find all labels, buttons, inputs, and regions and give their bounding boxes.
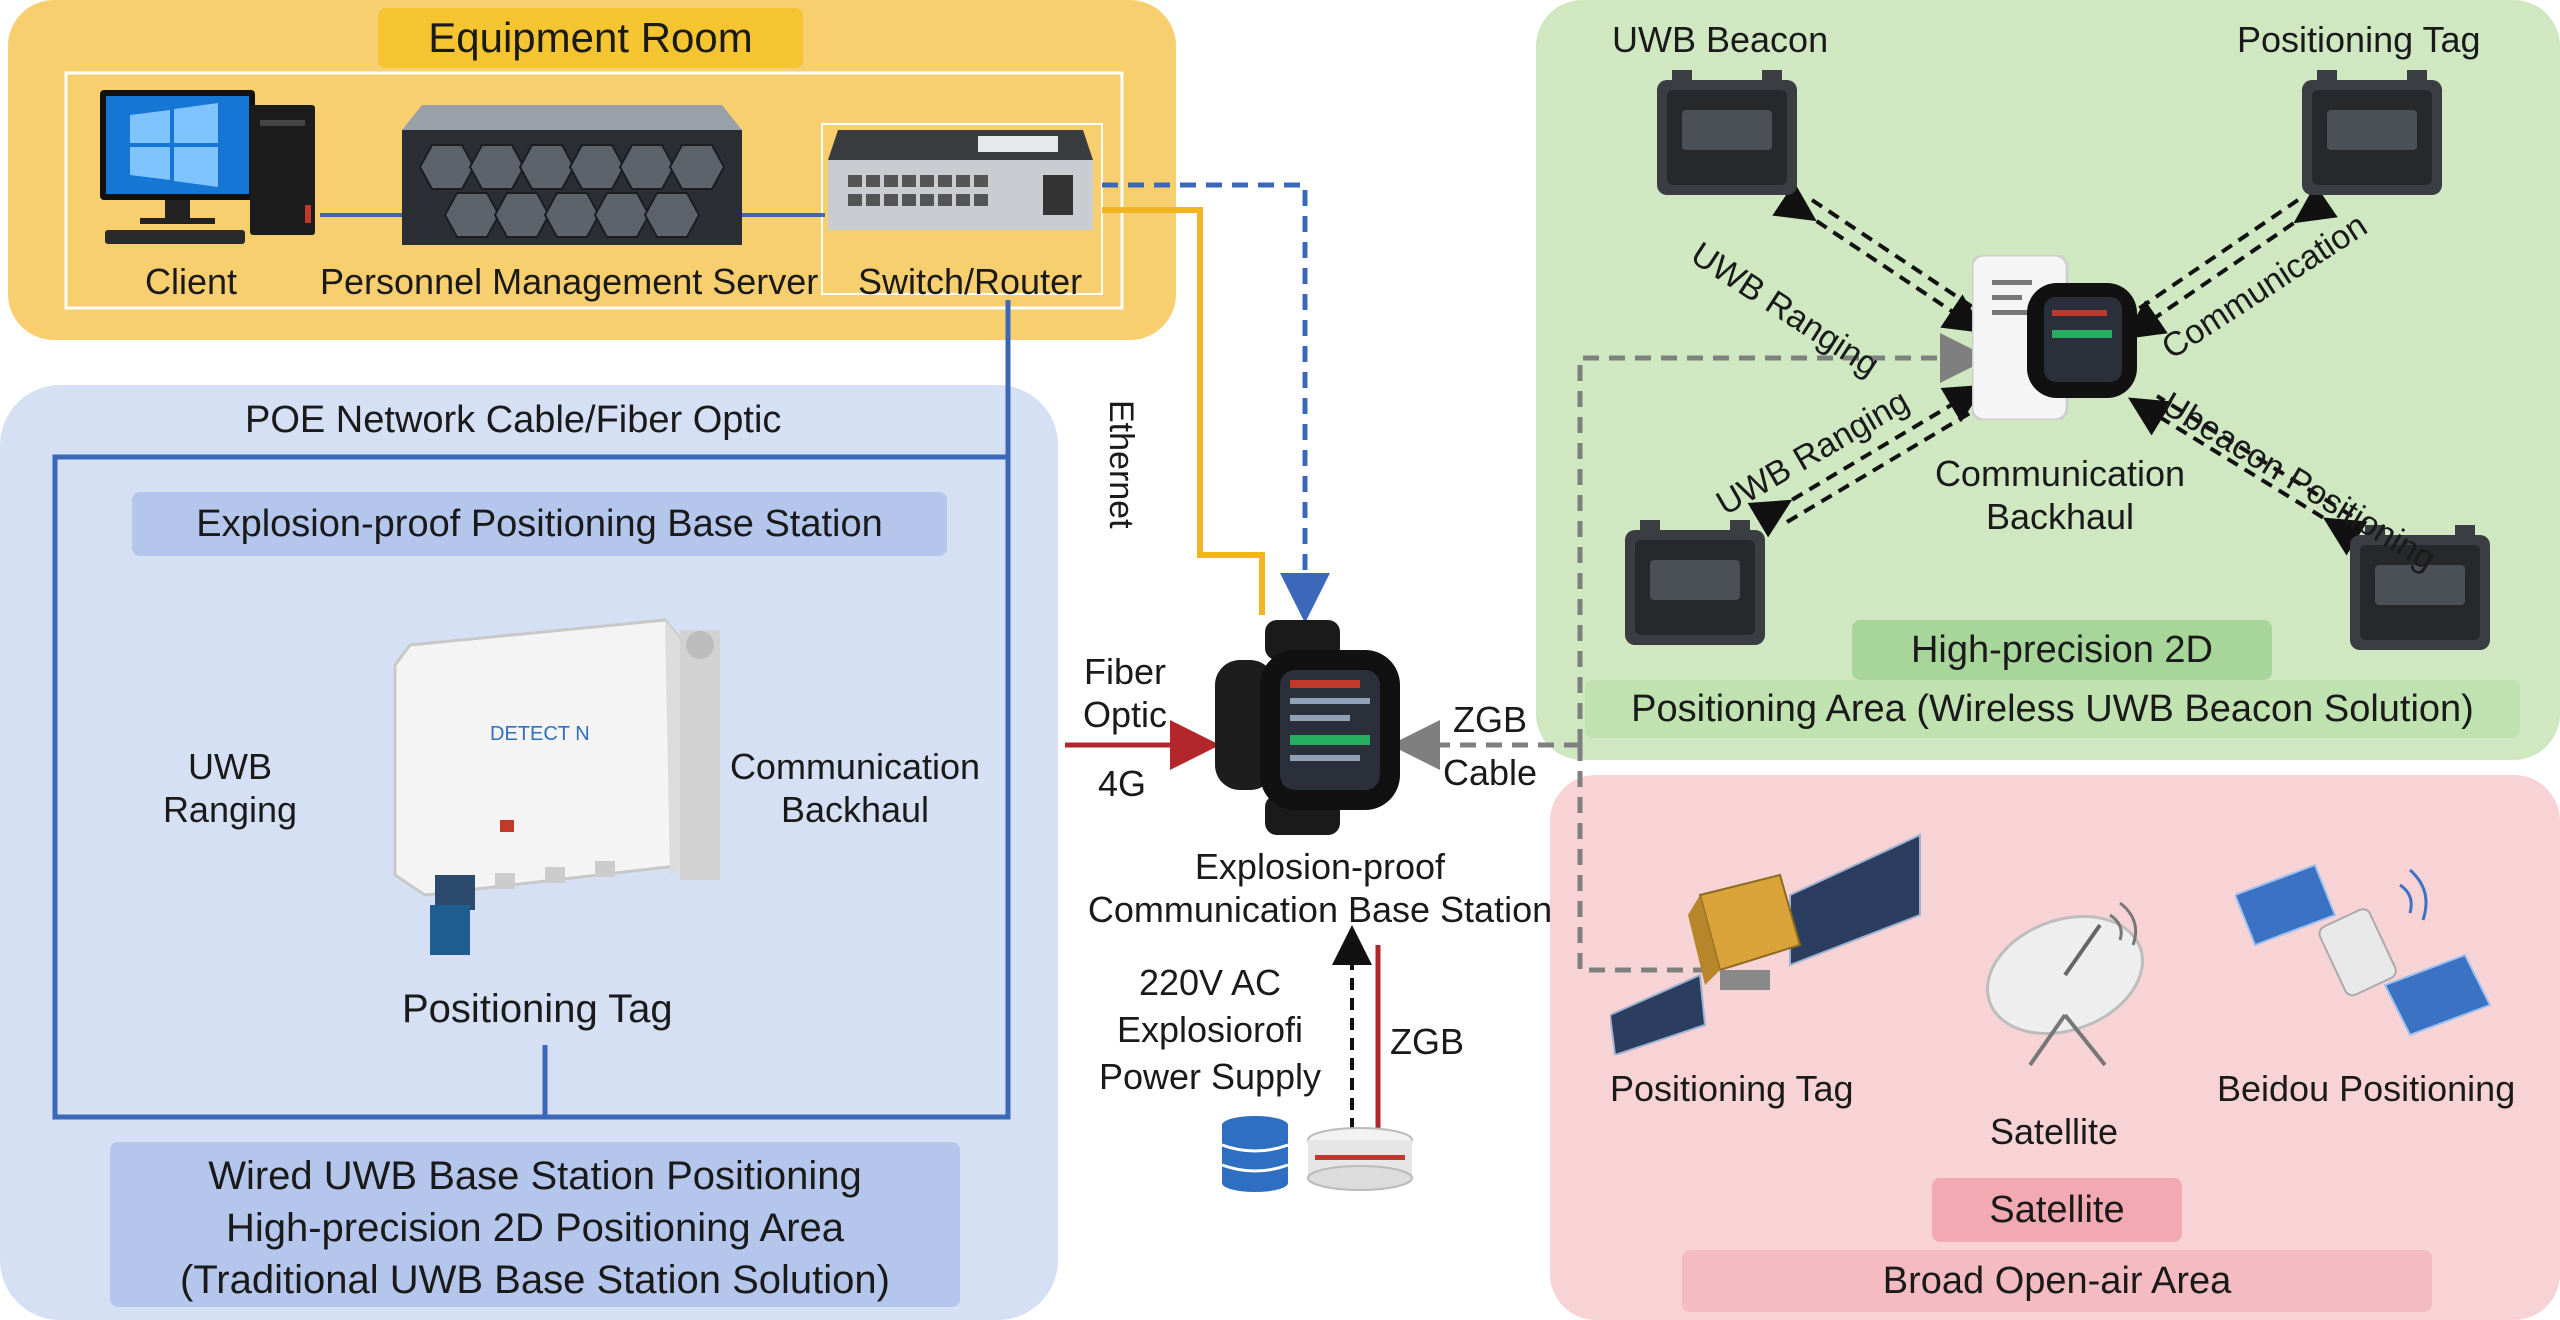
gateway-device-icon (1305, 1125, 1415, 1195)
wired-uwb-ranging-label: UWB Ranging (162, 746, 298, 831)
positioning-base-station-icon: DETECT N (385, 605, 730, 965)
openair-badge: Satellite (1932, 1178, 2182, 1242)
zgb-cable-label: ZGB Cable (1442, 699, 1538, 794)
equipment-room-title: Equipment Room (378, 8, 803, 68)
satellite-label: Satellite (1990, 1111, 2119, 1152)
server-label: Personnel Management Server (320, 261, 819, 302)
ethernet-label: Ethernet (1102, 400, 1140, 529)
poe-frame (52, 454, 1011, 1120)
satellite-positioning-tag-icon (1608, 825, 1930, 1057)
beidou-positioning-label: Beidou Positioning (2217, 1068, 2516, 1109)
ethernet-line (1102, 207, 1265, 615)
zgb-label: ZGB (1390, 1021, 1465, 1062)
blue-dashed-link (1102, 182, 1330, 623)
svg-text:DETECT N: DETECT N (490, 723, 590, 745)
satellite-dish-icon (1970, 895, 2170, 1070)
client-label: Client (145, 261, 238, 302)
communication-base-station-icon (1205, 620, 1405, 835)
uwb-beacon-top-left-icon (1652, 70, 1802, 200)
database-icon (1220, 1115, 1290, 1195)
fiber-optic-label: Fiber Optic (1082, 651, 1168, 736)
wireless-comm-backhaul-label: Communication Backhaul (1934, 453, 2186, 538)
poe-label: POE Network Cable/Fiber Optic (245, 399, 782, 441)
client-computer-icon (100, 85, 320, 250)
wireless-area-badge: High-precision 2D (1852, 620, 2272, 680)
server-icon (402, 105, 742, 250)
beidou-satellite-icon (2233, 855, 2505, 1050)
wired-area-footer: Wired UWB Base Station Positioning High-… (110, 1142, 960, 1307)
switch-router-icon (828, 130, 1093, 235)
wired-positioning-tag-label: Positioning Tag (402, 987, 673, 1031)
wireless-area-footer: Positioning Area (Wireless UWB Beacon So… (1585, 680, 2520, 738)
uwb-beacon-bottom-left-icon (1620, 520, 1770, 650)
power-supply-label: 220V AC Explosiorofi Power Supply (1098, 962, 1322, 1097)
wireless-center-tag-icon (1970, 253, 2142, 422)
communication-base-station-label: Explosion-proof Communication Base Stati… (1087, 846, 1553, 931)
fourg-label: 4G (1098, 763, 1147, 804)
openair-footer: Broad Open-air Area (1682, 1250, 2432, 1312)
uwb-beacon-top-right-icon (2297, 70, 2447, 200)
openair-positioning-tag-label: Positioning Tag (1610, 1068, 1854, 1109)
switch-router-label: Switch/Router (858, 261, 1083, 302)
positioning-base-station-title: Explosion-proof Positioning Base Station (132, 492, 947, 556)
wireless-positioning-tag-label: Positioning Tag (2237, 19, 2481, 60)
equipment-frame (64, 71, 1124, 310)
wired-comm-backhaul-label: Communication Backhaul (729, 746, 981, 831)
uwb-beacon-bottom-right-icon (2345, 525, 2495, 655)
uwb-beacon-label: UWB Beacon (1612, 19, 1829, 60)
